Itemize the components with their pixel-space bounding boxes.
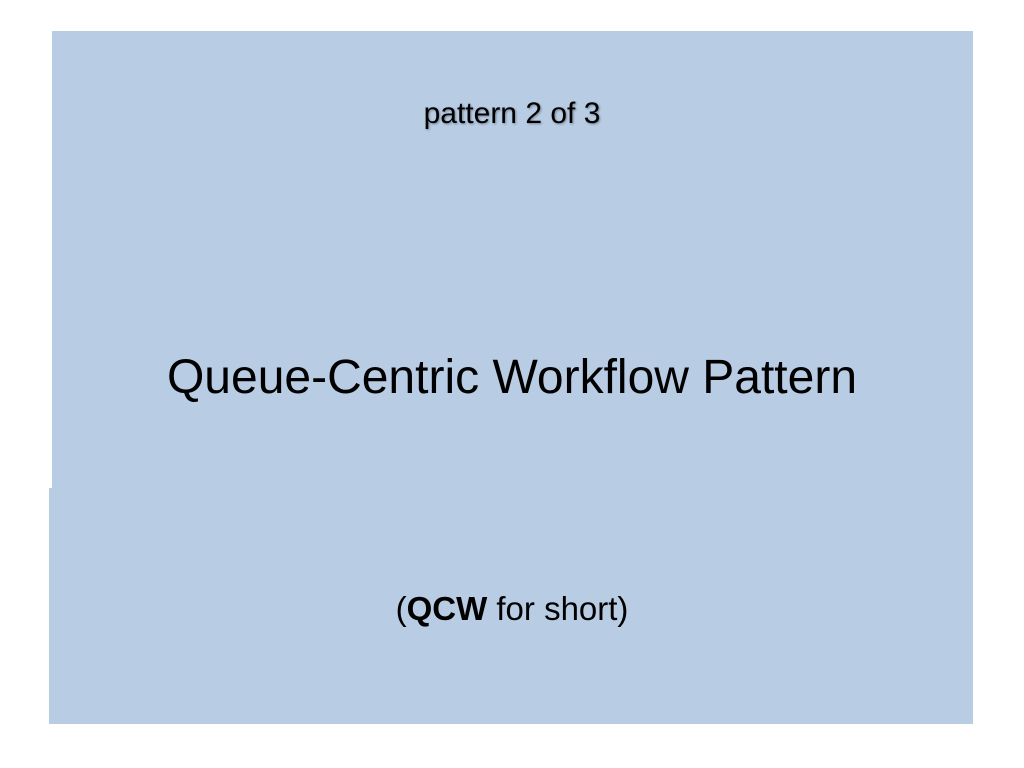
slide-title: Queue-Centric Workflow Pattern [166, 351, 858, 404]
slide-panel-bottom [49, 488, 973, 724]
abbreviation-bold: QCW [406, 590, 488, 627]
pattern-counter: pattern 2 of 3 [423, 97, 601, 130]
slide-panel-top [52, 31, 973, 488]
abbreviation-rest: for short) [487, 590, 629, 627]
abbreviation-open-paren: ( [395, 590, 407, 627]
abbreviation-note: (QCW for short) [0, 590, 1024, 628]
